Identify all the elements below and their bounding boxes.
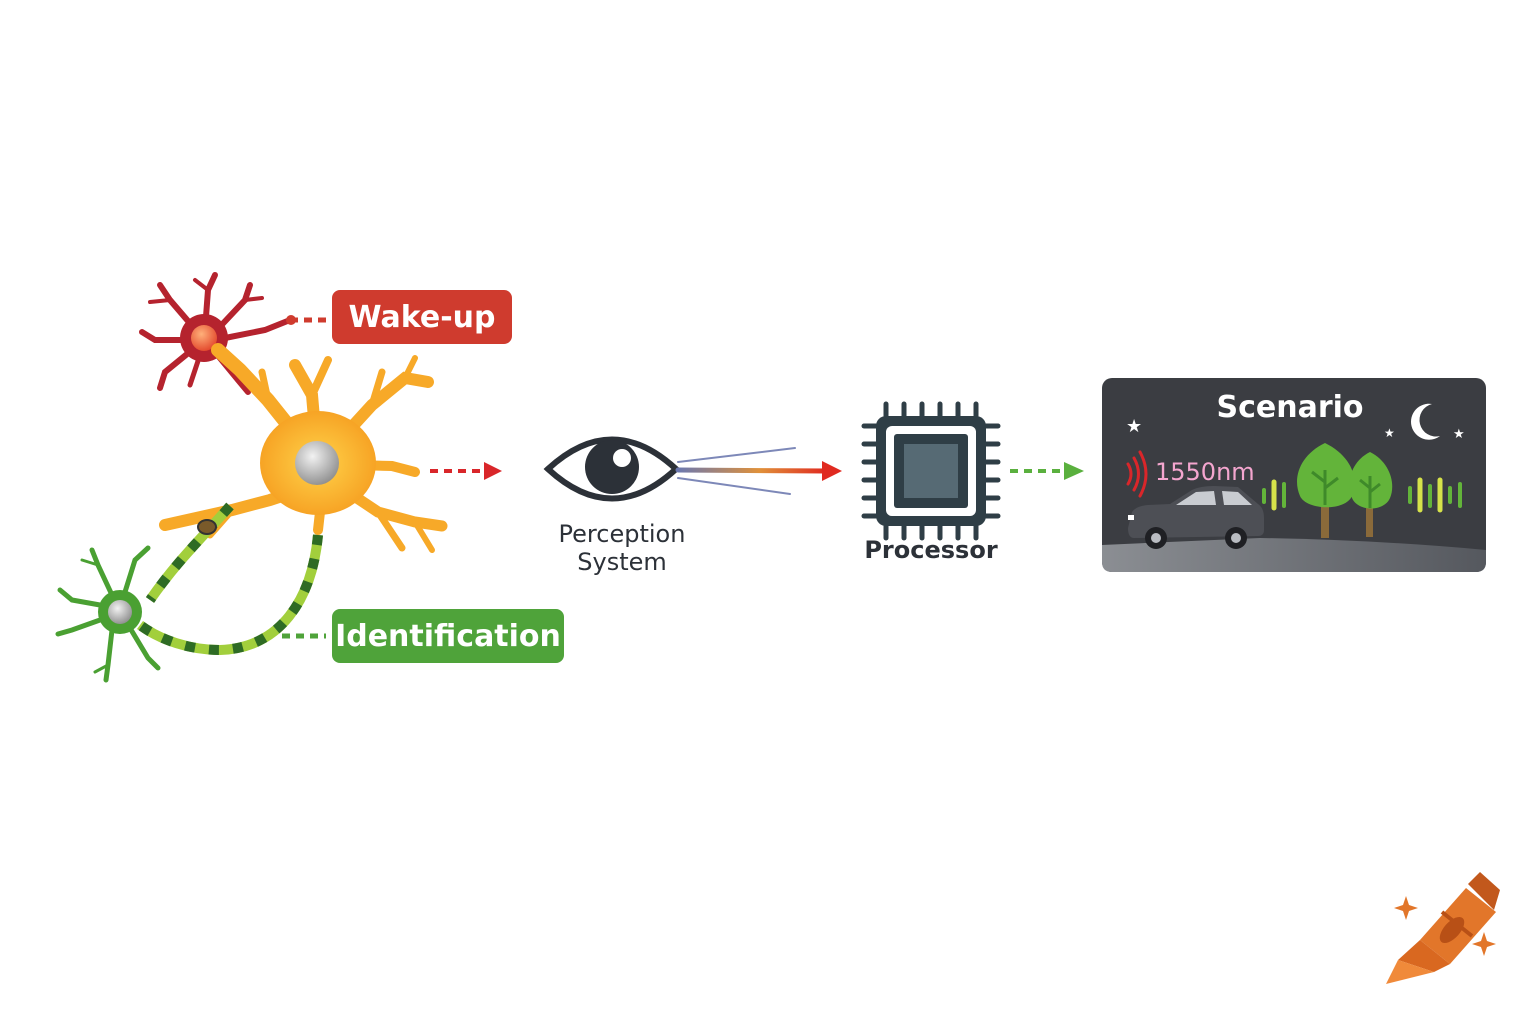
perception-beam — [675, 447, 829, 495]
red-neuron-nucleus — [191, 325, 217, 351]
processor-label: Processor — [864, 536, 998, 564]
neuron-to-eye-arrowhead — [484, 462, 502, 480]
wake-up-label: Wake-up — [332, 290, 512, 344]
identification-label: Identification — [332, 609, 564, 663]
moon-icon — [1411, 403, 1440, 440]
tree-icon — [1297, 443, 1355, 538]
green-neuron-icon — [55, 545, 161, 683]
lidar-bars-left — [1262, 479, 1286, 511]
scenario-road — [1102, 538, 1486, 572]
green-neuron-nucleus — [108, 600, 132, 624]
processor-to-scenario-arrowhead — [1064, 462, 1084, 480]
car-icon — [1128, 486, 1264, 549]
chip-icon — [861, 401, 1001, 541]
eye-to-processor-arrowhead — [822, 461, 842, 481]
signal-wave-icon — [1126, 450, 1148, 498]
wake-up-connector-dot — [286, 315, 296, 325]
axon-lower-myelin — [137, 534, 323, 656]
scenario-title: Scenario — [1216, 390, 1364, 425]
star-icons: ★ ★ ★ — [1126, 416, 1465, 442]
lidar-bars-right — [1408, 477, 1462, 513]
axon-lower — [137, 534, 323, 656]
orange-neuron-nucleus — [295, 441, 339, 485]
svg-text:★: ★ — [1453, 427, 1465, 442]
svg-text:★: ★ — [1126, 416, 1142, 437]
perception-system-label: Perception System — [558, 520, 686, 576]
tree-icon-small — [1349, 452, 1393, 537]
wavelength-label: 1550nm — [1155, 458, 1255, 486]
crayon-icon — [1386, 872, 1500, 984]
svg-text:★: ★ — [1384, 426, 1395, 440]
eye-icon — [543, 436, 681, 502]
axon-upper — [145, 502, 234, 603]
synapse-node — [197, 519, 217, 535]
